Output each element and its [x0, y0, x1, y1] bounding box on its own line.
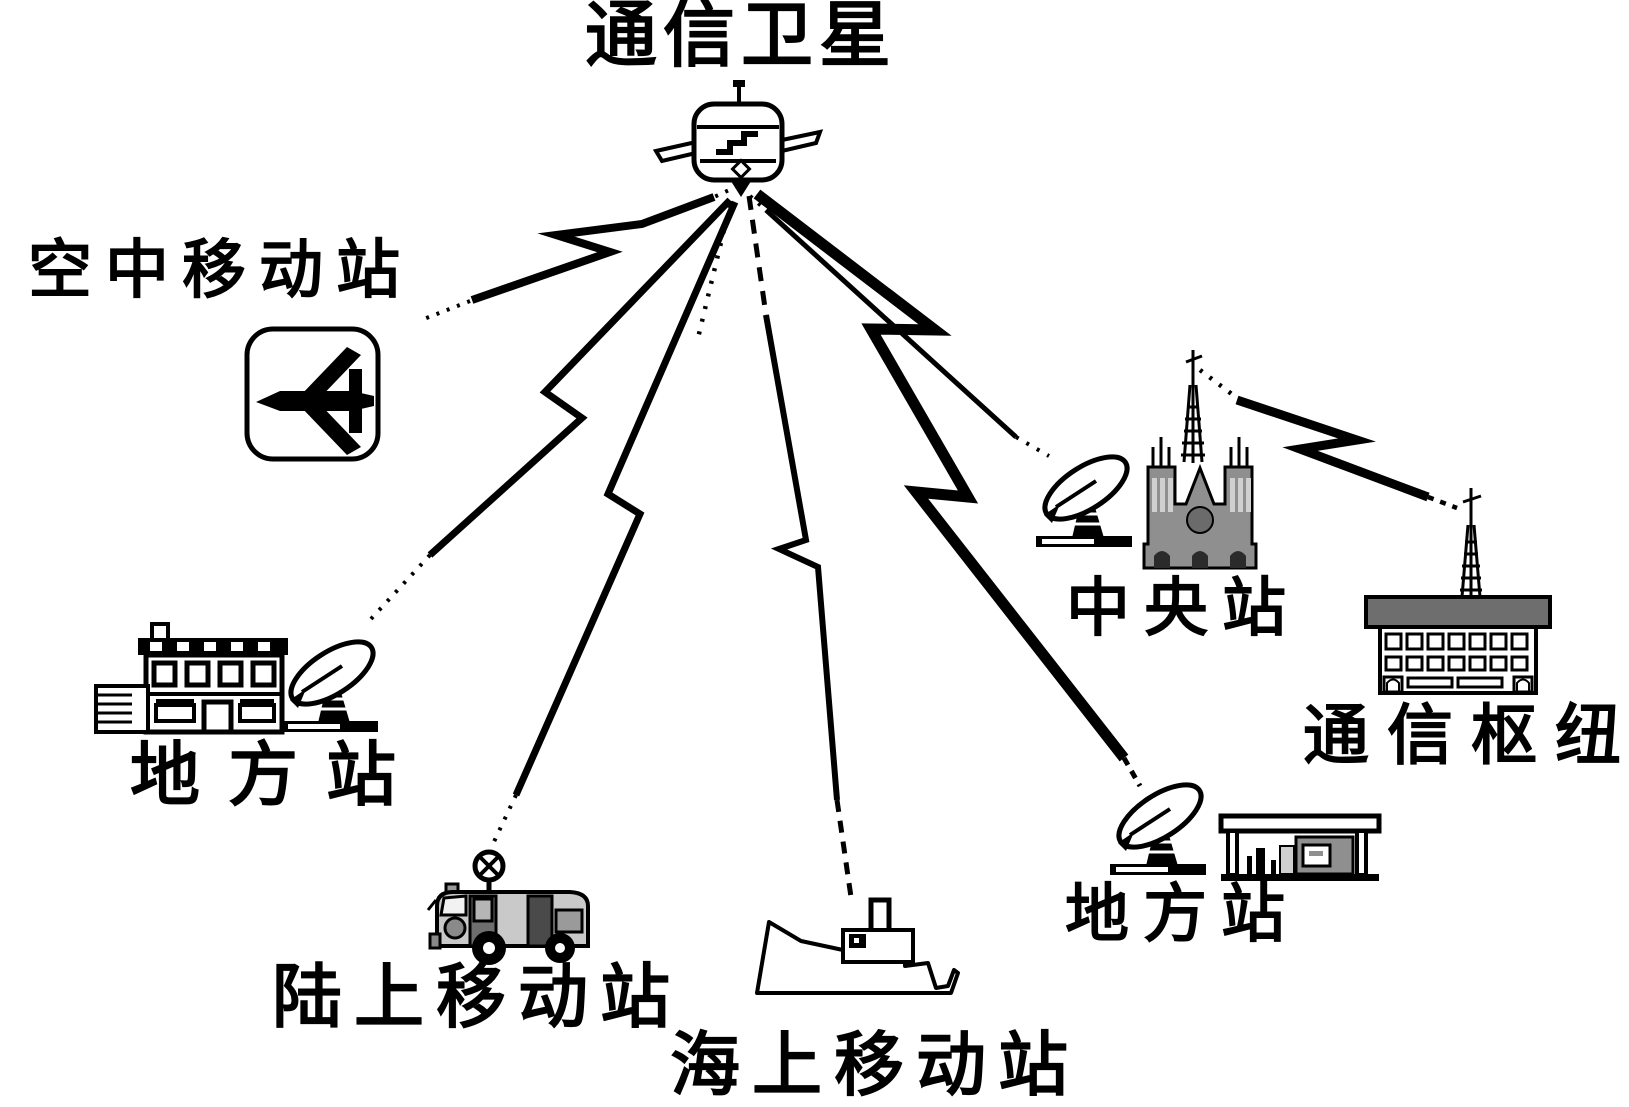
local-station-right-dish: [1109, 773, 1211, 875]
local-station-left-building-icon: [94, 622, 288, 735]
link-tail-dashed: [1427, 494, 1458, 511]
lightning-line: [763, 314, 840, 801]
lightning-line: [512, 200, 739, 797]
label-communication-hub: 通信枢纽: [1303, 698, 1629, 772]
airplane-wing-lower: [300, 400, 361, 455]
truck-windshield: [439, 894, 468, 917]
satellite-stair-detail: [716, 131, 758, 155]
annex-stripes: [98, 693, 132, 724]
hub-roof: [1364, 595, 1552, 629]
shop-window-right: [238, 703, 276, 723]
airplane-tail: [349, 369, 362, 433]
truck-bumper: [428, 932, 442, 950]
truck-antenna-x: [477, 854, 501, 878]
label-satellite: 通信卫星: [585, 0, 898, 76]
awning-left: [156, 699, 194, 705]
ground-bar: [1221, 874, 1379, 881]
satellite-antenna-tip: [733, 80, 745, 87]
solar-panel-right: [780, 129, 824, 154]
roof-dormers: [150, 642, 270, 651]
truck-rear-panel: [554, 908, 584, 934]
label-central-station: 中央站: [1066, 572, 1300, 644]
lightning-line: [427, 197, 733, 558]
cathedral-dome: [1186, 506, 1214, 534]
shop-window-left: [154, 703, 196, 723]
link-lead-dashed: [746, 195, 769, 316]
ship-window-dot: [854, 938, 859, 943]
truck-cab-window: [472, 897, 494, 923]
lightning-line: [470, 193, 716, 304]
truck-emblem: [443, 916, 467, 940]
carport-right-post: [1355, 829, 1368, 877]
link-satellite-air-mobile: [423, 184, 739, 321]
hub-window-row-2: [1384, 655, 1529, 672]
central-station-dish: [1035, 445, 1137, 547]
link-tail-dotted: [423, 299, 471, 321]
central-station-icon: [1142, 350, 1258, 570]
link-central-hub: [1198, 368, 1458, 511]
central-antenna-tower-icon: [1181, 350, 1205, 463]
airplane-icon: [256, 347, 374, 455]
link-satellite-sea-mobile: [746, 195, 854, 898]
link-satellite-local-right: [753, 189, 1143, 788]
sea-mobile-station-icon: [755, 897, 960, 995]
hub-antenna-icon: [1460, 488, 1482, 598]
link-lead-dotted: [713, 184, 739, 199]
door: [201, 699, 234, 735]
upper-windows: [151, 660, 277, 688]
local-station-left-dish: [281, 630, 383, 732]
label-local-station-right: 地方站: [1065, 878, 1299, 950]
interior-bar: [1247, 856, 1252, 874]
solar-panel-left: [652, 139, 698, 164]
hub-door-right-arch: [1516, 678, 1530, 692]
interior-stripe-panel: [1279, 845, 1295, 875]
truck-wheel-rear-hub: [555, 943, 565, 953]
link-satellite-land-mobile: [490, 200, 739, 847]
satellite-feed-horn: [730, 158, 752, 180]
annex: [94, 684, 150, 734]
link-satellite-central: [748, 194, 1050, 458]
equipment-box-slit: [1309, 851, 1323, 856]
link-tail-dotted: [1015, 435, 1050, 458]
interior-bar: [1271, 860, 1276, 874]
link-line: [764, 208, 1018, 439]
label-air-mobile-station: 空中移动站: [28, 234, 413, 306]
hub-building-icon: [1364, 595, 1552, 695]
airplane-wing-upper: [300, 347, 361, 402]
label-land-mobile-station: 陆上移动站: [272, 958, 682, 1036]
satellite-icon: [652, 80, 824, 197]
cathedral-tower-windows: [1152, 478, 1251, 512]
cathedral-spires: [1151, 437, 1249, 467]
satellite-nozzle: [729, 178, 753, 197]
awning-right: [240, 699, 274, 705]
carport-left-wall: [1226, 829, 1239, 877]
link-tail-dotted: [368, 553, 432, 622]
hub-lobby-slab: [1406, 676, 1454, 689]
link-lead-dotted: [1198, 368, 1239, 400]
link-tail-dashed: [834, 799, 854, 898]
thick-lightning-line: [753, 189, 1129, 762]
land-mobile-station-icon: [426, 849, 590, 965]
link-tail-dotted: [490, 794, 518, 847]
truck-mirror: [426, 899, 438, 911]
hub-window-row-1: [1384, 632, 1529, 651]
hub-lobby-slab: [1456, 676, 1504, 689]
air-mobile-station-icon: [244, 326, 381, 462]
local-station-right-building-icon: [1218, 813, 1382, 881]
interior-bar: [1256, 848, 1265, 874]
label-sea-mobile-station: 海上移动站: [670, 1026, 1080, 1104]
hub-door-left-arch: [1386, 678, 1400, 692]
cathedral-arches: [1154, 551, 1246, 568]
truck-side-door: [526, 894, 554, 948]
carport-roof: [1218, 813, 1382, 834]
label-local-station-left: 地方站: [130, 736, 424, 814]
link-satellite-local-left: [368, 197, 733, 622]
lightning-line: [1235, 395, 1430, 502]
truck-wheel-front-hub: [483, 942, 495, 954]
link-tail-dashed: [1121, 756, 1143, 788]
